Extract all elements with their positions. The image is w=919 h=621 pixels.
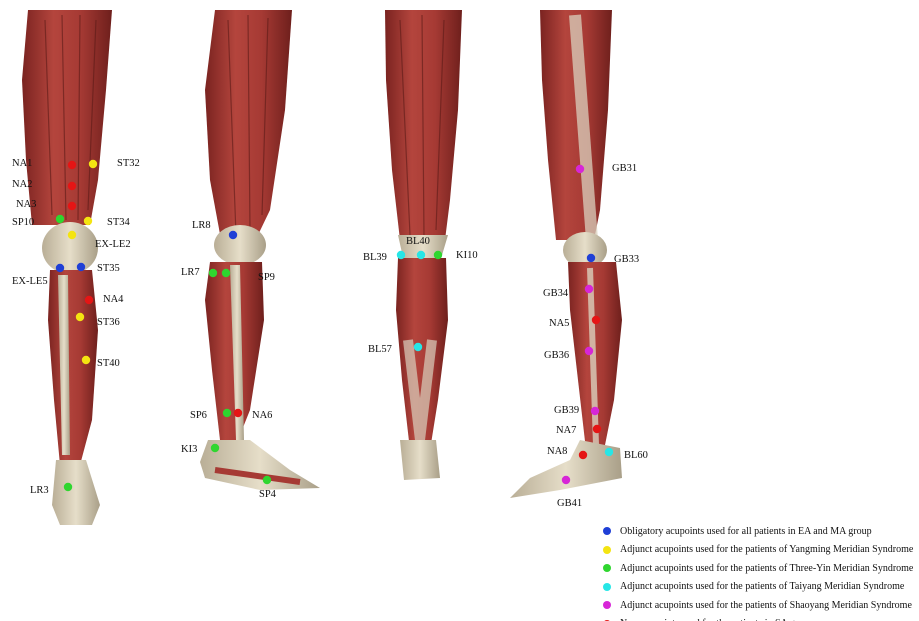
acupoint-dot-lr8 bbox=[229, 231, 237, 239]
acupoint-dot-ex-le5 bbox=[56, 264, 64, 272]
legend-text: Adjunct acupoints used for the patients … bbox=[620, 581, 904, 592]
acupoint-label-na1: NA1 bbox=[12, 158, 32, 169]
acupoint-label-gb31: GB31 bbox=[612, 163, 637, 174]
legend-color-dot bbox=[603, 546, 611, 554]
acupoint-dot-st40 bbox=[82, 356, 90, 364]
legend-item: Adjunct acupoints used for the patients … bbox=[603, 596, 919, 615]
acupoint-dot-na3 bbox=[68, 202, 76, 210]
acupoint-label-st36: ST36 bbox=[97, 317, 120, 328]
acupoint-dot-na7 bbox=[593, 425, 601, 433]
legend-color-dot bbox=[603, 601, 611, 609]
acupoint-label-lr8: LR8 bbox=[192, 220, 211, 231]
acupoint-label-gb41: GB41 bbox=[557, 498, 582, 509]
acupoint-label-st35: ST35 bbox=[97, 263, 120, 274]
acupoint-label-sp9: SP9 bbox=[258, 272, 275, 283]
acupoint-label-sp6: SP6 bbox=[190, 410, 207, 421]
acupoint-dot-bl57 bbox=[414, 343, 422, 351]
acupoint-label-na5: NA5 bbox=[549, 318, 569, 329]
acupoint-dot-gb36 bbox=[585, 347, 593, 355]
acupoint-dot-ex-le2 bbox=[68, 231, 76, 239]
acupoint-label-gb36: GB36 bbox=[544, 350, 569, 361]
acupoint-dot-gb33 bbox=[587, 254, 595, 262]
acupoint-label-na6: NA6 bbox=[252, 410, 272, 421]
knee-joint bbox=[42, 222, 98, 274]
acupoint-label-bl60: BL60 bbox=[624, 450, 648, 461]
acupoint-dot-st32 bbox=[89, 160, 97, 168]
acupoint-label-na2: NA2 bbox=[12, 179, 32, 190]
acupoint-dot-ki10 bbox=[434, 251, 442, 259]
acupoint-label-na7: NA7 bbox=[556, 425, 576, 436]
legend: Obligatory acupoints used for all patien… bbox=[603, 522, 919, 621]
acupoint-label-st32: ST32 bbox=[117, 158, 140, 169]
acupoint-dot-sp10 bbox=[56, 215, 64, 223]
acupoint-dot-gb31 bbox=[576, 165, 584, 173]
acupoint-dot-bl39 bbox=[397, 251, 405, 259]
acupoint-dot-na5 bbox=[592, 316, 600, 324]
acupoint-dot-bl60 bbox=[605, 448, 613, 456]
legend-item: Adjunct acupoints used for the patients … bbox=[603, 559, 919, 578]
acupoint-dot-gb34 bbox=[585, 285, 593, 293]
legend-text: Adjunct acupoints used for the patients … bbox=[620, 544, 913, 555]
legend-color-dot bbox=[603, 564, 611, 572]
acupoint-dot-bl40 bbox=[417, 251, 425, 259]
acupoint-dot-na8 bbox=[579, 451, 587, 459]
acupoint-dot-sp9 bbox=[222, 269, 230, 277]
legend-item: Non-acupoints used for the patients in S… bbox=[603, 615, 919, 621]
acupoint-label-na8: NA8 bbox=[547, 446, 567, 457]
acupoint-label-sp10: SP10 bbox=[12, 217, 34, 228]
acupoint-label-gb34: GB34 bbox=[543, 288, 569, 299]
acupoint-label-st40: ST40 bbox=[97, 358, 120, 369]
legend-text: Adjunct acupoints used for the patients … bbox=[620, 600, 912, 611]
acupoint-label-gb33: GB33 bbox=[614, 254, 639, 265]
legend-text: Obligatory acupoints used for all patien… bbox=[620, 526, 872, 537]
legend-color-dot bbox=[603, 583, 611, 591]
legend-color-dot bbox=[603, 527, 611, 535]
heel bbox=[400, 440, 440, 480]
knee-joint bbox=[214, 225, 266, 265]
acupoint-label-ki10: KI10 bbox=[456, 250, 478, 261]
acupoint-label-ex-le5: EX-LE5 bbox=[12, 276, 48, 287]
acupoint-label-gb39: GB39 bbox=[554, 405, 579, 416]
acupoint-dot-sp6 bbox=[223, 409, 231, 417]
foot-bones bbox=[52, 460, 100, 525]
acupoint-label-bl40: BL40 bbox=[406, 236, 430, 247]
acupoint-dot-na1 bbox=[68, 161, 76, 169]
acupoint-dot-gb41 bbox=[562, 476, 570, 484]
acupoint-label-lr7: LR7 bbox=[181, 267, 200, 278]
acupoint-label-na3: NA3 bbox=[16, 199, 36, 210]
acupoint-dot-lr7 bbox=[209, 269, 217, 277]
legend-item: Adjunct acupoints used for the patients … bbox=[603, 541, 919, 560]
legend-text: Adjunct acupoints used for the patients … bbox=[620, 563, 913, 574]
acupoint-dot-lr3 bbox=[64, 483, 72, 491]
acupoint-label-sp4: SP4 bbox=[259, 489, 277, 500]
acupoint-dot-st34 bbox=[84, 217, 92, 225]
acupoint-label-ex-le2: EX-LE2 bbox=[95, 239, 131, 250]
acupoint-dot-st35 bbox=[77, 263, 85, 271]
acupoint-dot-na4 bbox=[85, 296, 93, 304]
thigh-muscle bbox=[22, 10, 112, 225]
legend-item: Adjunct acupoints used for the patients … bbox=[603, 578, 919, 597]
acupoint-dot-gb39 bbox=[591, 407, 599, 415]
acupoint-label-ki3: KI3 bbox=[181, 444, 197, 455]
legend-item: Obligatory acupoints used for all patien… bbox=[603, 522, 919, 541]
acupoint-label-lr3: LR3 bbox=[30, 485, 49, 496]
acupoint-dot-na2 bbox=[68, 182, 76, 190]
acupoint-label-st34: ST34 bbox=[107, 217, 131, 228]
acupoint-label-bl39: BL39 bbox=[363, 252, 387, 263]
acupoint-dot-sp4 bbox=[263, 476, 271, 484]
acupoint-label-bl57: BL57 bbox=[368, 344, 392, 355]
acupoint-dot-na6 bbox=[234, 409, 242, 417]
acupoint-dot-st36 bbox=[76, 313, 84, 321]
acupoint-dot-ki3 bbox=[211, 444, 219, 452]
acupoint-label-na4: NA4 bbox=[103, 294, 124, 305]
